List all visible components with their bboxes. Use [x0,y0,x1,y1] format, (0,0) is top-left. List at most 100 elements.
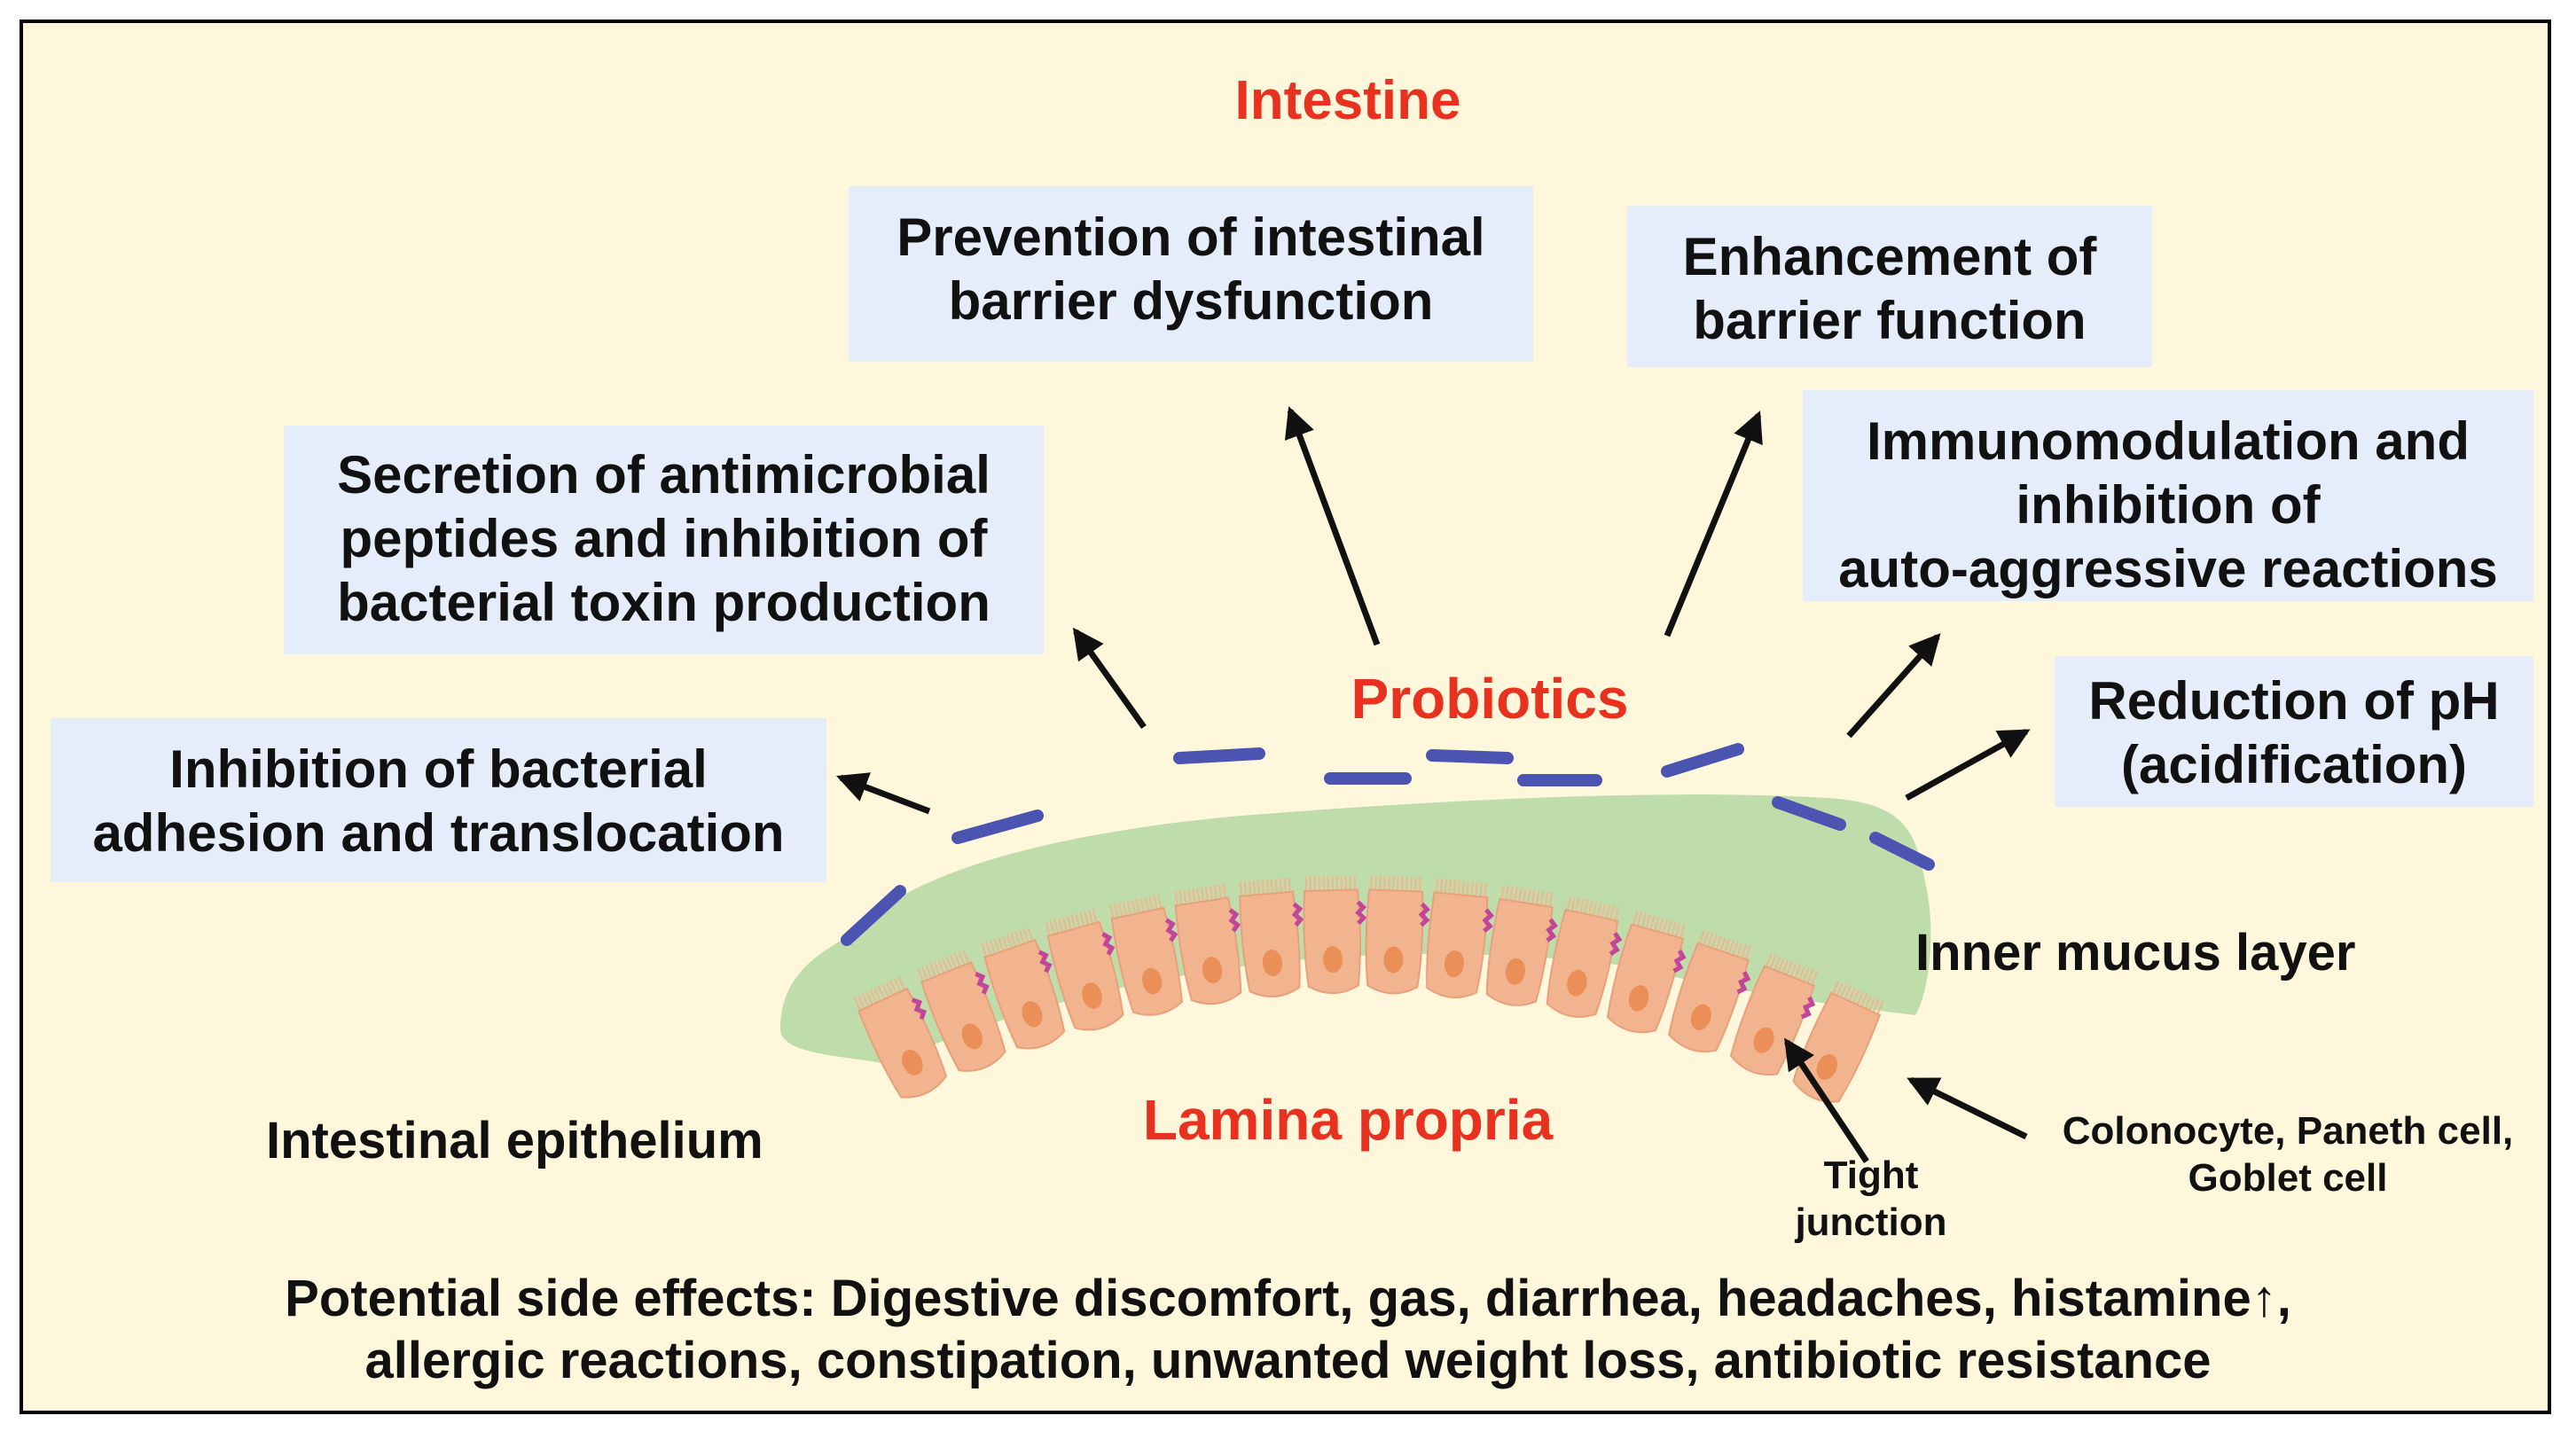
cell-nucleus [1383,946,1404,974]
arrow-to-barrier-prevention [1284,406,1381,646]
tight-junction-mark [975,972,990,995]
epithelial-cell [1668,929,1751,1052]
tight-junction-mark [1736,971,1751,995]
cell-nucleus [1816,1054,1838,1080]
label-inner-mucus-layer: Inner mucus layer [1915,924,2356,981]
microvilli [917,950,970,982]
microvilli [1304,875,1356,891]
cell-body [1303,888,1361,995]
tight-junction-mark [1609,932,1623,956]
cell-nucleus [1022,1001,1043,1028]
epithelial-cell [1426,878,1494,998]
box-barrier-enhancement [1627,206,2152,367]
tight-junction-mark [1546,918,1558,942]
cell-nucleus [901,1049,923,1075]
cell-nucleus [1505,958,1526,985]
cell-body [1792,991,1882,1103]
tight-junction-mark [1800,996,1816,1020]
microvilli [1174,883,1227,906]
box-immunomodulation [1803,390,2533,601]
cell-nucleus [1628,985,1649,1012]
cell-body [1110,906,1183,1016]
cell-body [1485,897,1554,1006]
box-antimicrobial [284,426,1044,654]
epithelial-cell [1729,953,1818,1076]
arrow-to-immunomodulation [1846,633,1941,739]
cell-nucleus [1142,967,1163,995]
cell-body [983,939,1066,1050]
arrow-cell-types [1907,1076,2028,1140]
cell-nucleus [1323,946,1343,974]
tight-junction-mark [1291,902,1304,927]
microvilli [1832,980,1884,1014]
probiotic-bacterium [1869,832,1935,871]
cell-body [1046,920,1124,1031]
label-lamina-propria: Lamina propria [1142,1088,1554,1152]
label-cell-types: Colonocyte, Paneth cell,Goblet cell [2062,1109,2514,1200]
cell-nucleus [1082,982,1102,1009]
arrow-to-antimicrobial [1072,627,1147,730]
microvilli [853,976,906,1012]
microvilli [1239,877,1291,896]
tight-junction-mark [1037,950,1053,974]
title-intestine: Intestine [1234,70,1461,131]
microvilli [1698,929,1751,960]
probiotic-bacterium [1426,749,1514,764]
tight-junction-mark [1418,902,1430,927]
cell-body [1668,942,1750,1052]
epithelial-cell [1109,894,1183,1016]
label-probiotics: Probiotics [1351,667,1629,731]
arrow-to-adhesion [836,772,931,815]
tight-junction-mark [1355,900,1367,926]
cell-body [1606,923,1684,1034]
cell-nucleus [1690,1004,1711,1030]
probiotic-bacterium [1661,743,1744,778]
cell-nucleus [1753,1027,1774,1053]
microvilli [1765,953,1818,986]
arrow-to-barrier-enhancement [1664,411,1763,637]
epithelial-cell [1174,883,1242,1005]
epithelial-cell [1239,877,1304,997]
tight-junction-mark [911,997,928,1021]
epithelial-cell [1792,980,1884,1103]
arrow-tight-junction [1784,1037,1869,1163]
side-effects-text: Potential side effects: Digestive discom… [285,1270,2291,1389]
box-barrier-prevention [849,186,1533,362]
epithelial-cell [917,950,1006,1072]
epithelial-cell [1485,885,1558,1006]
epithelial-cell [1546,895,1623,1018]
cell-body [920,961,1006,1072]
probiotic-bacterium [841,885,906,946]
cell-nucleus [1262,950,1282,976]
probiotic-bacterium [1173,747,1265,764]
microvilli [1500,885,1554,907]
cell-nucleus [961,1023,983,1050]
cell-nucleus [1444,950,1465,977]
tight-junction-mark [1228,908,1241,933]
arrow-to-ph [1905,728,2031,802]
microvilli [1370,875,1421,892]
cell-body [1546,908,1619,1018]
microvilli [1566,895,1619,921]
microvilli [1045,908,1098,936]
epithelial-cell [981,927,1066,1050]
cell-nucleus [1202,957,1223,984]
cell-nucleus [1567,969,1587,997]
cell-body [1426,891,1489,998]
epithelial-cell [1303,875,1367,995]
box-ph [2055,656,2533,807]
cell-body [1729,965,1815,1076]
probiotic-bacteria [841,743,1935,946]
label-intestinal-epithelium: Intestinal epithelium [266,1112,763,1169]
epithelial-cell [853,976,947,1099]
tight-junction-mark [1482,908,1494,933]
epithelial-cell [1606,911,1687,1034]
